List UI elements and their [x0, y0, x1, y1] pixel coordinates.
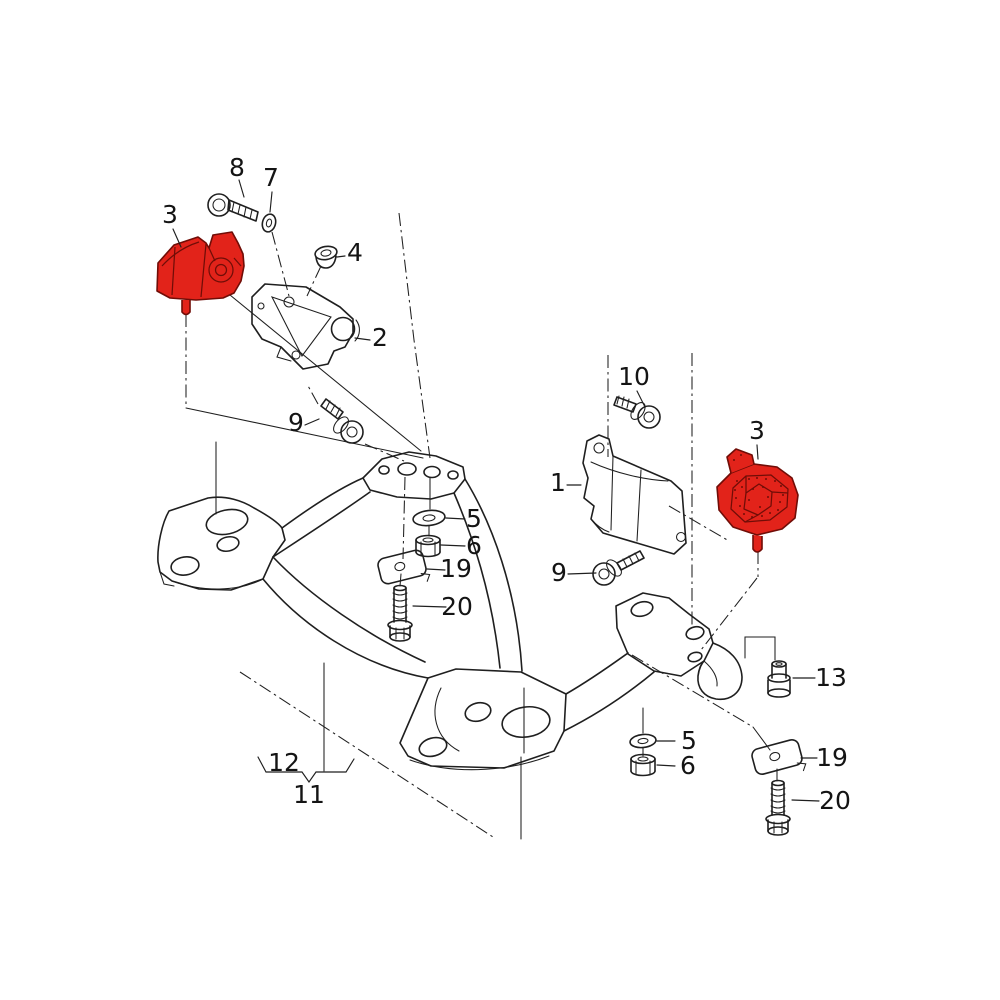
callout-13: 13	[815, 663, 847, 692]
callout-11: 11	[293, 780, 325, 809]
bolt-8	[207, 193, 259, 222]
callout-3-left: 3	[162, 200, 178, 229]
group-bracket-11-12	[257, 662, 355, 784]
callout-19-center: 19	[440, 554, 472, 583]
bolt-20-right	[765, 779, 791, 836]
callout-10: 10	[618, 362, 650, 391]
stud-13	[767, 660, 791, 698]
callout-12: 12	[268, 748, 300, 777]
bolt-10	[613, 395, 661, 429]
bracket-1	[582, 434, 687, 555]
callout-9-right: 9	[551, 558, 567, 587]
subframe	[157, 451, 743, 771]
buffer-4	[314, 245, 338, 269]
callout-2: 2	[372, 323, 388, 352]
callout-5-right: 5	[681, 726, 697, 755]
callout-7: 7	[263, 163, 279, 192]
callout-1: 1	[550, 468, 566, 497]
bracket-2	[251, 283, 360, 370]
leader-lines	[172, 179, 820, 802]
callout-4: 4	[347, 238, 363, 267]
washer-7	[261, 213, 277, 233]
bolt-9-left	[320, 398, 364, 444]
nut-6-center	[415, 534, 441, 558]
plate-19-right	[751, 739, 807, 775]
engine-mount-3-left-highlighted	[156, 231, 245, 316]
callout-6-right: 6	[680, 751, 696, 780]
nut-6-right	[630, 753, 656, 777]
callout-20-right: 20	[819, 786, 851, 815]
washer-5-right	[629, 733, 657, 749]
plate-19-center	[377, 549, 431, 585]
callout-8: 8	[229, 153, 245, 182]
bolt-20-center	[387, 584, 413, 642]
washer-5-center	[412, 509, 446, 527]
engine-mount-3-right-highlighted	[716, 448, 799, 553]
callout-3-right: 3	[749, 416, 765, 445]
bolt-9-right	[592, 550, 645, 586]
stipple-texture	[733, 454, 784, 518]
callout-9-left: 9	[288, 408, 304, 437]
center-lines	[185, 212, 778, 840]
callout-19-right: 19	[816, 743, 848, 772]
callout-5-center: 5	[466, 504, 482, 533]
callout-labels: 8 7 3 4 2 9 10 1 3 9 5 6 19 20 13 5 6 19…	[162, 153, 851, 815]
callout-6-center: 6	[466, 531, 482, 560]
callout-20-center: 20	[441, 592, 473, 621]
